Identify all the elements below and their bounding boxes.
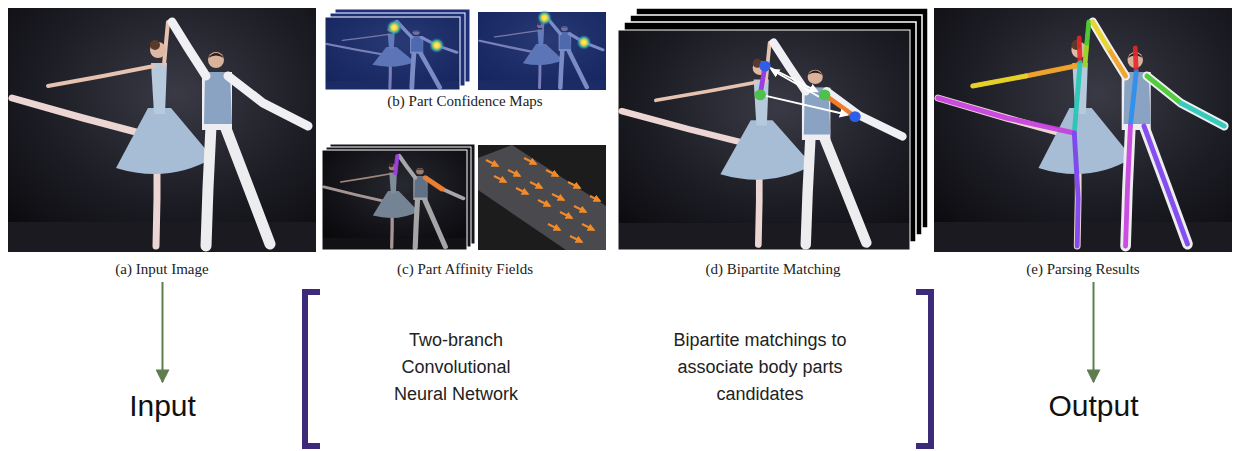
image-panel: (a) Input Image: [8, 8, 316, 278]
drawing-part: [478, 145, 606, 250]
drawing-part: [1074, 133, 1078, 246]
drawing-part: [1130, 72, 1136, 126]
drawing-part: [530, 182, 542, 188]
panel-caption: (e) Parsing Results: [1026, 260, 1139, 278]
bracket-left: [305, 292, 320, 446]
drawing-part: [537, 10, 552, 25]
drawing-part: [560, 212, 572, 218]
drawing-part: [755, 90, 766, 101]
drawing-part: [1077, 38, 1083, 63]
drawing-part: [934, 8, 1232, 252]
drawing-part: [386, 20, 402, 36]
drawing-part: [574, 206, 586, 212]
drawing-part: [486, 158, 600, 242]
drawing-part: [1087, 22, 1089, 43]
drawing-part: [618, 30, 910, 250]
drawing-part: [516, 188, 528, 194]
drawing-part: [618, 30, 910, 250]
drawing-part: [8, 8, 316, 252]
drawing-part: [1147, 76, 1181, 103]
drawing-part: [325, 17, 460, 90]
drawing-part: [538, 200, 550, 206]
drawing-part: [322, 150, 467, 250]
drawing-part: [819, 90, 830, 101]
affinity-field-stack: [322, 144, 475, 250]
drawing-part: [973, 76, 1026, 86]
drawing-part: [322, 150, 467, 250]
drawing-part: [486, 160, 498, 166]
drawing-part: [552, 194, 564, 200]
panel-caption: (b) Part Confidence Maps: [387, 92, 542, 110]
drawing-part: [576, 35, 591, 50]
image-panel: (c) Part Affinity Fields: [322, 143, 608, 278]
drawing-part: [325, 17, 460, 90]
drawing-part: [568, 182, 580, 188]
drawing-part: [426, 178, 442, 189]
drawing-part: [546, 170, 558, 176]
drawing-part: [1026, 66, 1075, 76]
drawing-part: [494, 176, 506, 182]
stage-description: Two-branch Convolutional Neural Network: [381, 327, 531, 408]
bracket-right: [916, 292, 931, 446]
drawing-part: [524, 158, 536, 164]
stage-label: Output: [1040, 384, 1147, 428]
drawing-part: [938, 22, 1224, 246]
stage-text: Output: [1048, 388, 1138, 424]
flow-arrow: [1093, 282, 1095, 382]
drawing-part: [590, 196, 600, 201]
drawing-part: [772, 70, 819, 97]
drawing-part: [1133, 48, 1139, 72]
drawing-part: [429, 38, 445, 54]
panel-caption: (a) Input Image: [115, 260, 208, 278]
drawing-part: [325, 17, 460, 90]
drawing-part: [478, 10, 606, 90]
drawing-part: [508, 170, 520, 176]
drawing-part: [1108, 48, 1125, 76]
drawing-part: [1126, 126, 1131, 246]
drawing-part: [478, 145, 606, 250]
drawing-part: [322, 150, 467, 250]
drawing-part: [938, 98, 1074, 133]
drawing-part: [1181, 103, 1225, 126]
flow-arrow: [162, 282, 164, 382]
image-panel: (d) Bipartite Matching: [618, 8, 928, 278]
drawing-part: [395, 156, 397, 174]
input-photo: [8, 8, 316, 252]
drawing-part: [934, 8, 1232, 252]
image-panel: (e) Parsing Results: [934, 8, 1232, 278]
drawing-part: [766, 96, 848, 115]
drawing-part: [769, 67, 817, 91]
matching-stack: [618, 8, 928, 250]
drawing-part: [582, 224, 594, 230]
affinity-field-zoom: [478, 145, 606, 250]
confidence-map: [478, 10, 606, 90]
drawing-part: [1074, 63, 1080, 133]
drawing-part: [618, 30, 910, 250]
panel-caption: (d) Bipartite Matching: [706, 260, 841, 278]
drawing-part: [1085, 43, 1087, 65]
drawing-part: [322, 150, 467, 250]
image-panel: (b) Part Confidence Maps: [322, 8, 608, 110]
drawing-part: [548, 224, 560, 230]
drawing-part: [1144, 126, 1188, 244]
stage-label: Input: [121, 384, 204, 428]
drawing-part: [1093, 22, 1108, 48]
parsing-result: [934, 8, 1232, 252]
drawing-part: [325, 17, 460, 90]
drawing-part: [849, 111, 860, 122]
confidence-map-stack: [325, 9, 470, 90]
panel-caption: (c) Part Affinity Fields: [397, 260, 533, 278]
stage-text: Input: [129, 388, 196, 424]
stage-description: Bipartite matchings to associate body pa…: [671, 327, 849, 408]
drawing-part: [759, 61, 770, 72]
drawing-part: [570, 236, 582, 242]
